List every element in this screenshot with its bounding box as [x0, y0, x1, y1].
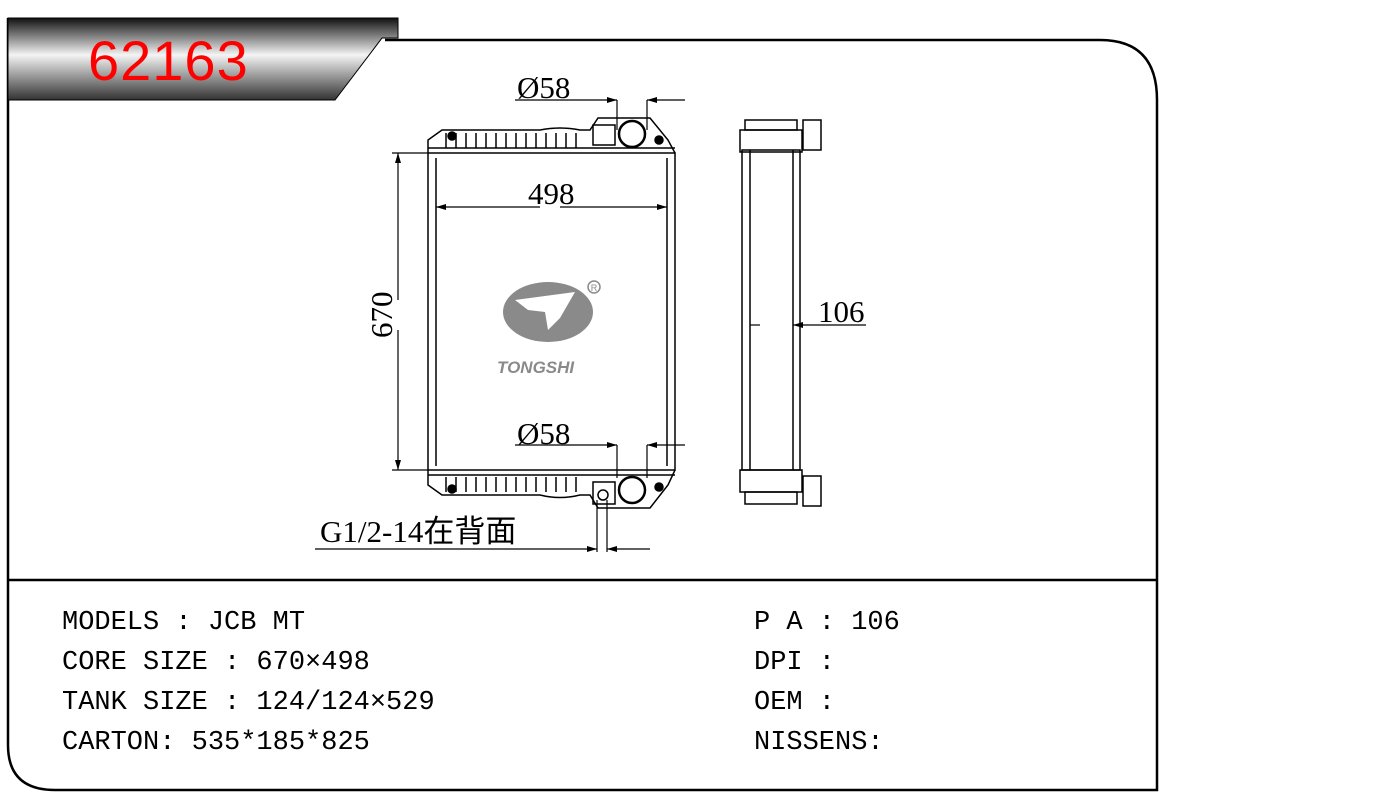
dimension-lines: [315, 97, 866, 552]
front-view: [427, 117, 676, 509]
title-banner: [7, 17, 399, 101]
bottom-outlet-diameter-label: Ø58: [517, 416, 571, 451]
core-width-label: 498: [528, 176, 575, 211]
core-height-label: 670: [364, 291, 399, 339]
spec-nissens: NISSENS:: [754, 728, 884, 758]
top-outlet-diameter-label: Ø58: [517, 70, 571, 105]
spec-tank-size: TANK SIZE : 124/124×529: [62, 688, 435, 718]
core-depth-label: 106: [818, 294, 865, 329]
spec-pa: P A : 106: [754, 608, 900, 638]
spec-models: MODELS : JCB MT: [62, 608, 306, 638]
side-view: [739, 119, 822, 507]
sheet-frame: [6, 18, 1159, 792]
spec-oem: OEM :: [754, 688, 836, 718]
spec-carton: CARTON: 535*185*825: [62, 728, 370, 758]
spec-core-size: CORE SIZE : 670×498: [62, 648, 370, 678]
tongshi-logo: R: [503, 280, 601, 342]
drain-note-label: G1/2-14在背面: [320, 514, 517, 549]
logo-brand-text: TONGSHI: [497, 358, 575, 377]
part-number-title: 62163: [88, 29, 249, 92]
spec-dpi: DPI :: [754, 648, 836, 678]
svg-text:R: R: [591, 283, 598, 293]
